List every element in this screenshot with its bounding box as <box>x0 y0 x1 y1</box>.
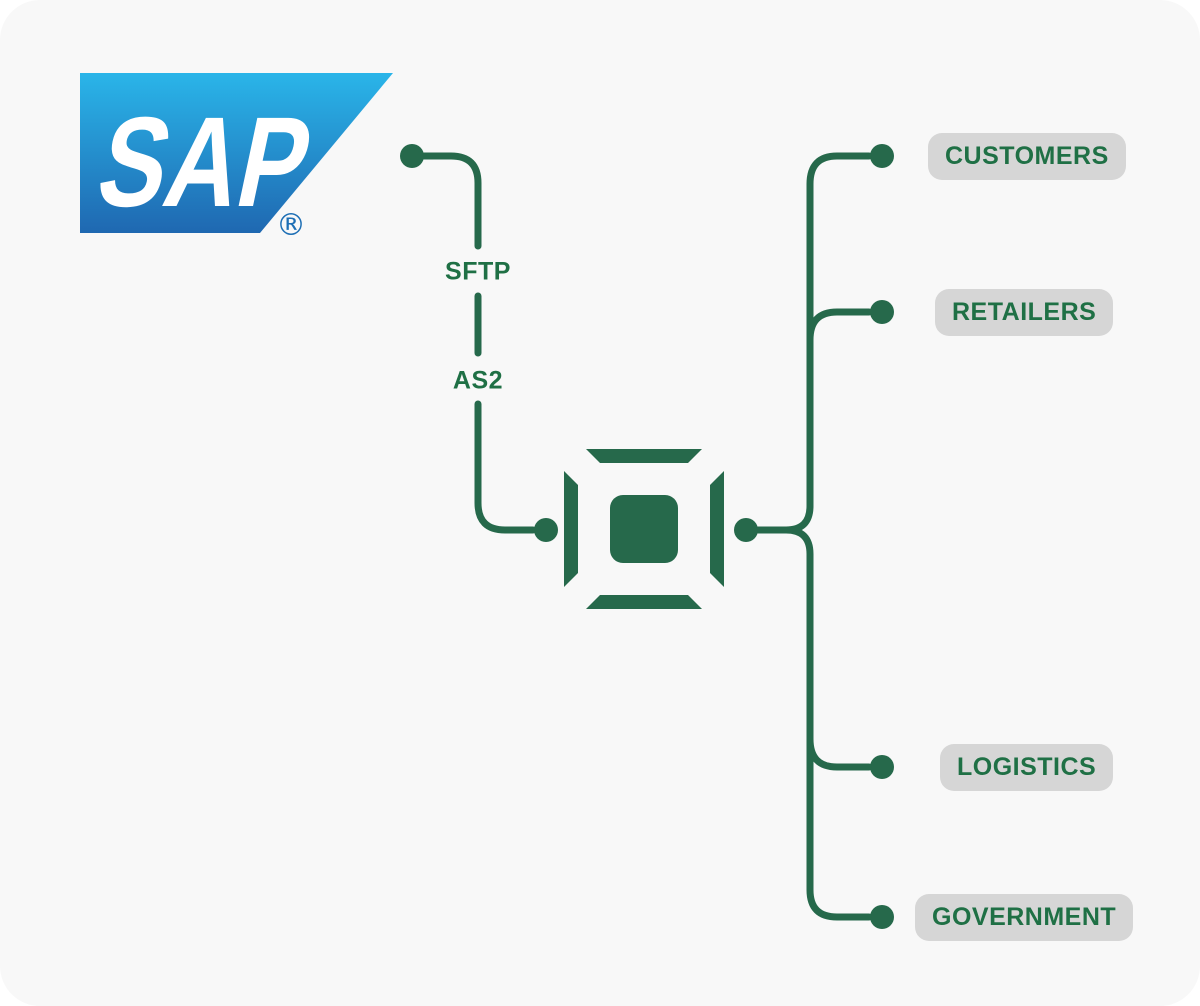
sap-logo: SAP ® <box>80 73 393 238</box>
connector-line-branch-logistics <box>806 735 873 771</box>
hub-frame-bottom <box>586 595 702 609</box>
endpoint-badge-logistics: LOGISTICS <box>940 744 1114 791</box>
hub-frame-left <box>564 471 578 587</box>
connector-line-branch-retailers <box>806 308 873 344</box>
connector-dot-hub-left-icon <box>534 518 558 542</box>
connector-dot-retailers-icon <box>870 300 894 324</box>
connector-line-as2-to-hub <box>474 400 537 534</box>
connector-dot-hub-right-icon <box>734 518 758 542</box>
endpoint-badge-government: GOVERNMENT <box>915 894 1134 941</box>
registered-trademark-icon: ® <box>276 208 306 238</box>
integration-hub-icon <box>564 449 724 609</box>
protocol-label-sftp: SFTP <box>445 257 511 286</box>
hub-frame-top <box>586 449 702 463</box>
connector-line-sap-to-sftp <box>420 152 482 250</box>
connector-dot-sap-icon <box>400 144 424 168</box>
endpoint-badge-customers: CUSTOMERS <box>928 133 1126 180</box>
connector-dot-government-icon <box>870 905 894 929</box>
sap-logo-wordmark: SAP <box>87 91 323 233</box>
connector-line-hub-to-customers <box>754 152 873 534</box>
endpoint-badge-retailers: RETAILERS <box>935 289 1114 336</box>
connector-line-hub-to-government <box>782 526 873 921</box>
sap-logo-shape <box>80 73 393 233</box>
connector-dot-logistics-icon <box>870 755 894 779</box>
hub-core-square <box>610 495 678 563</box>
protocol-label-as2: AS2 <box>452 366 504 395</box>
hub-frame-right <box>710 471 724 587</box>
connector-dot-customers-icon <box>870 144 894 168</box>
